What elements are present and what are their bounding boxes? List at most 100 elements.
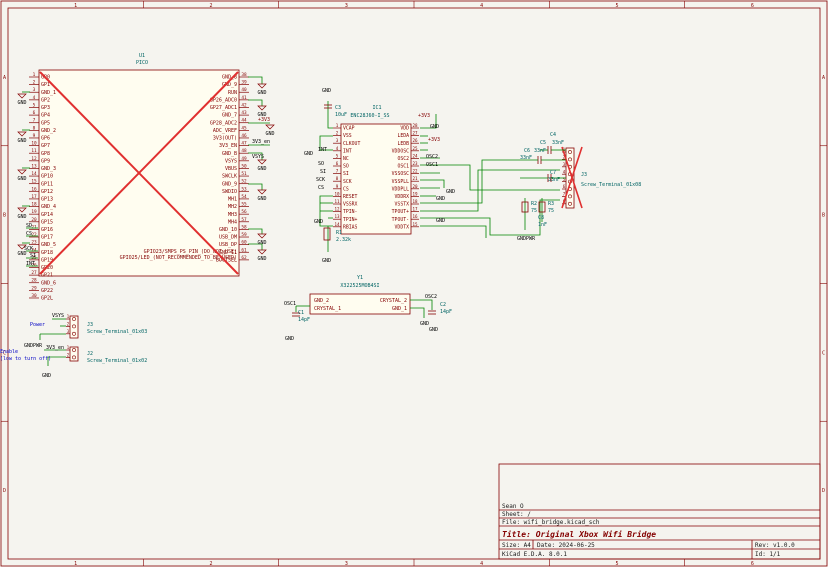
frame-row-left-B: B <box>3 213 6 219</box>
pin-name: INT <box>343 148 352 154</box>
pin-number: 24 <box>412 153 418 158</box>
pin-number: 8 <box>33 125 36 131</box>
enable-gnd: GND <box>42 373 51 379</box>
u1-net-3v3en: 3V3_en <box>252 139 270 145</box>
pin-name: GND_10 <box>219 227 237 233</box>
gnd-label: GND <box>257 112 266 118</box>
j3-gndpwr: GNDPWR <box>517 236 536 242</box>
ic1-top-3v3: +3V3 <box>418 113 430 119</box>
y1-crystal[interactable]: Y1 X322525MOB4SI GND_2 CRYSTAL_1 CRYSTAL… <box>309 275 411 315</box>
frame-col-bottom-3: 3 <box>345 561 348 567</box>
pin-name: SWDIO <box>222 189 237 195</box>
pin-name: GP11 <box>41 181 53 187</box>
ic1-body <box>340 123 412 235</box>
pin-number: 4 <box>336 146 339 151</box>
pin-number: 58 <box>241 224 247 230</box>
pin-number: 21 <box>31 224 37 230</box>
power-label: Power <box>30 322 45 328</box>
ic1-ref: IC1 <box>372 105 381 111</box>
gnd-symbol <box>265 124 275 130</box>
pin-name: ADC_VREF <box>213 128 237 134</box>
terminal-screw <box>568 201 572 206</box>
tb-date: Date: 2024-06-25 <box>537 542 595 549</box>
pin-number: 44 <box>241 118 247 124</box>
pin-name: GP21 <box>41 273 53 279</box>
power-net-vsys: VSYS <box>52 313 64 319</box>
y1-pin-l1: GND_2 <box>314 298 329 304</box>
pin-number: 3 <box>336 138 339 143</box>
j3-cross-2 <box>561 146 583 209</box>
c4-val: 33nF <box>534 148 546 154</box>
pin-name: BOOTSEL <box>216 257 237 263</box>
pin-number: 51 <box>241 171 247 177</box>
pin-number: 52 <box>241 179 247 185</box>
pin-number: 22 <box>412 169 418 174</box>
y1-pin-r2: GND_1 <box>392 306 407 312</box>
pin-name: GP7 <box>41 143 50 149</box>
frame-row-left-C: C <box>3 350 6 356</box>
power-wires <box>39 318 66 340</box>
gnd-symbol <box>257 159 267 165</box>
j3-ethernet-terminal[interactable]: 12345678 J3 Screw_Terminal_01x08 <box>561 146 641 209</box>
pin-name: VDDPLL <box>392 186 409 192</box>
ic1-left-pins: VCAP1VSS2CLKOUT3INT4NC5SO6SI7SCK8CS9RESE… <box>333 123 360 230</box>
y1-value: X322525MOB4SI <box>340 283 379 289</box>
pin-name: VDDOSC <box>392 148 409 154</box>
terminal-screw <box>72 324 76 329</box>
u1-pico[interactable]: U1 PICO GP01GP12GND_13GP24GP35GP46GP57GN… <box>29 53 249 302</box>
terminal-pin-number: 2 <box>563 155 566 160</box>
frame-row-left-D: D <box>3 488 6 494</box>
pin-number: 40 <box>241 87 247 93</box>
u1-value: PICO <box>136 60 148 66</box>
pin-number: 2 <box>336 131 339 136</box>
ic1-top-gnd: GND <box>322 88 331 94</box>
pin-number: 50 <box>241 163 247 169</box>
terminal-pin-number: 3 <box>67 329 70 334</box>
frame-row-right-C: C <box>822 350 825 356</box>
terminal-screw <box>72 317 76 321</box>
u1-net-3v3: +3V3 <box>258 117 270 123</box>
pin-name: GP27_ADC1 <box>210 105 237 111</box>
pin-number: 19 <box>31 209 37 215</box>
pin-name: VSSRX <box>343 202 358 208</box>
pin-name: GP1 <box>41 82 50 88</box>
y1-gnd-left: GND <box>285 336 294 342</box>
ic1-value: ENC28J60-I_SS <box>350 113 389 119</box>
gnd-symbol <box>17 93 27 99</box>
pin-number: 46 <box>241 133 247 139</box>
ic1-gnd-right-4: GND <box>436 218 445 224</box>
dnp-cross-line-2 <box>39 71 239 275</box>
tb-size: Size: A4 <box>502 542 531 549</box>
enable-net: 3V3_en <box>46 345 64 351</box>
c3-capacitor <box>324 104 332 109</box>
pin-name: GND_11 <box>219 250 237 256</box>
pin-number: 55 <box>241 202 247 208</box>
ic1-enc28j60[interactable]: IC1 ENC28J60-I_SS VCAP1VSS2CLKOUT3INT4NC… <box>333 105 419 235</box>
enable-terminal[interactable]: 12 J2 Screw_Terminal_01x02 <box>66 345 147 364</box>
pin-name: GND_9 <box>222 82 237 88</box>
pin-number: 1 <box>33 72 36 78</box>
enable-label-2: (low to turn off) <box>0 356 51 362</box>
pin-name: GP6 <box>41 136 50 142</box>
pin-number: 15 <box>31 179 37 185</box>
y1-osc1: OSC1 <box>284 301 296 307</box>
pin-number: 11 <box>334 199 340 204</box>
pin-name: GND_3 <box>41 166 56 172</box>
pin-name: GP15 <box>41 219 53 225</box>
pin-name: OSC1 <box>397 164 409 170</box>
u1-net-vsys: VSYS <box>252 154 264 160</box>
pin-name: OSC2 <box>397 156 409 162</box>
c5-ref: C5 <box>540 140 546 146</box>
enable-terminal-body <box>69 346 79 362</box>
u1-net-int: INT <box>26 261 35 267</box>
terminal-screw <box>568 157 572 162</box>
pin-name: GP5 <box>41 120 50 126</box>
pin-number: 11 <box>31 148 37 154</box>
pin-name: CLKOUT <box>343 141 360 147</box>
pin-name: VDD <box>400 126 409 132</box>
power-terminal[interactable]: 123 J3 Screw_Terminal_01x03 <box>66 314 147 339</box>
pin-name: NC <box>343 156 349 162</box>
r3-ref: R3 <box>548 201 554 207</box>
power-ref: J3 <box>87 322 93 328</box>
